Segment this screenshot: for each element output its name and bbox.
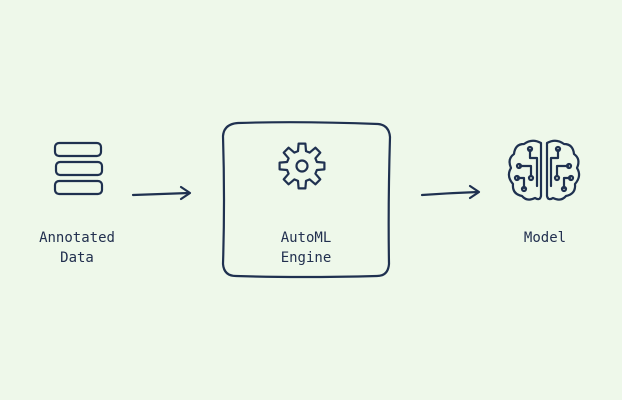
node-label-annotated-data: Annotated Data bbox=[22, 228, 132, 268]
node-label-line: Model bbox=[523, 230, 567, 246]
stacked-rows-icon bbox=[53, 141, 104, 196]
arrow-engine-to-model bbox=[420, 184, 481, 200]
arrow-data-to-engine bbox=[131, 185, 192, 201]
node-label-line: AutoML bbox=[280, 230, 332, 246]
node-label-model: Model bbox=[490, 228, 600, 248]
brain-circuit-icon bbox=[507, 139, 581, 201]
node-label-line: Engine bbox=[280, 250, 332, 266]
gear-icon bbox=[278, 142, 326, 190]
node-label-automl-engine: AutoML Engine bbox=[251, 228, 361, 268]
engine-box bbox=[221, 121, 392, 279]
node-label-line: Annotated bbox=[39, 230, 115, 246]
node-label-line: Data bbox=[60, 250, 94, 266]
